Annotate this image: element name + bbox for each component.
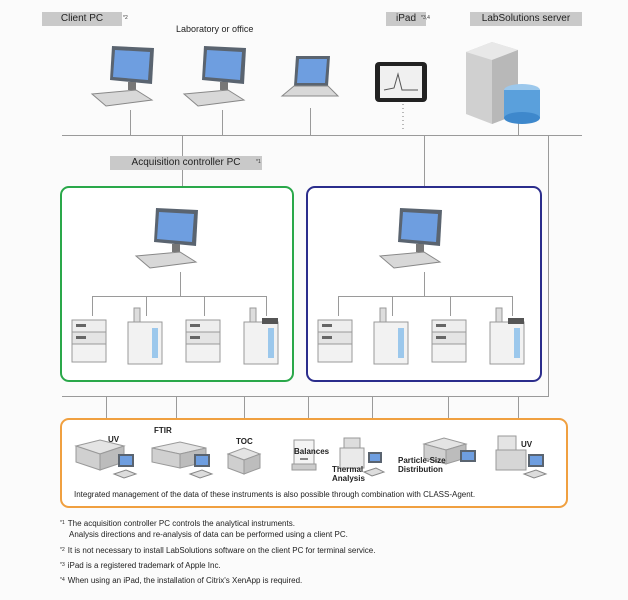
tree-bar xyxy=(338,296,512,297)
hplc-stack-icon xyxy=(431,319,467,363)
drop-line xyxy=(310,108,311,135)
desktop-pc-icon xyxy=(90,46,154,107)
desktop-pc-icon xyxy=(378,208,442,269)
client-pc-tag: Client PC xyxy=(42,12,122,26)
tree-stem xyxy=(180,272,181,296)
tree-bar xyxy=(92,296,266,297)
drop-line xyxy=(244,396,245,420)
tree-drop xyxy=(392,296,393,316)
toc-analyzer-icon xyxy=(226,447,262,475)
drop-line xyxy=(372,396,373,420)
balance-icon xyxy=(291,439,317,471)
tree-drop xyxy=(146,296,147,316)
top-network-line xyxy=(62,135,582,136)
drop-line xyxy=(130,110,131,135)
hplc-stack-icon xyxy=(317,319,353,363)
gc-unit-icon xyxy=(243,307,279,365)
drop-line xyxy=(448,396,449,420)
server-icon xyxy=(466,42,540,124)
hplc-stack-icon xyxy=(185,319,221,363)
ipad-icon xyxy=(375,62,427,102)
tree-drop xyxy=(338,296,339,316)
laptop-icon xyxy=(280,56,340,97)
instrument-label-thermal: Thermal Analysis xyxy=(332,465,365,483)
client-pc-note: *2 xyxy=(123,15,128,21)
drop-line xyxy=(176,396,177,420)
desktop-pc-icon xyxy=(134,208,198,269)
uv-spectrometer-icon xyxy=(74,439,138,479)
acquisition-note: *1 xyxy=(256,159,261,165)
drop-line xyxy=(518,115,519,135)
instrument-label-uv: UV xyxy=(108,435,120,444)
bottom-network-line xyxy=(62,396,549,397)
drop-line xyxy=(518,396,519,420)
ipad-note: *3,4 xyxy=(421,15,430,21)
ftir-icon xyxy=(151,441,214,479)
tree-drop xyxy=(450,296,451,316)
particle-size-analyzer-icon xyxy=(422,437,476,465)
tree-drop xyxy=(512,296,513,316)
acq-line-right xyxy=(424,135,425,187)
acquisition-tag: Acquisition controller PC xyxy=(110,156,262,170)
drop-line xyxy=(308,396,309,420)
tree-drop xyxy=(204,296,205,316)
desktop-pc-icon xyxy=(182,46,246,107)
instrument-label-uv-2: UV xyxy=(521,440,533,449)
thermal-analyzer-icon xyxy=(339,437,386,477)
instruments-caption: Integrated management of the data of the… xyxy=(74,490,476,499)
footnote-1-cont: Analysis directions and re-analysis of d… xyxy=(69,530,348,539)
tree-stem xyxy=(424,272,425,296)
instrument-label-ftir: FTIR xyxy=(154,426,172,435)
gc-unit-icon xyxy=(373,307,409,365)
drop-line xyxy=(222,110,223,135)
uv-spectrometer-icon xyxy=(495,435,548,479)
instrument-label-particle-size: Particle-Size Distribution xyxy=(398,456,446,474)
instrument-label-balances: Balances xyxy=(294,447,330,456)
instrument-label-toc: TOC xyxy=(236,437,253,446)
right-riser-line xyxy=(548,135,549,397)
lab-office-label: Laboratory or office xyxy=(176,24,254,34)
server-tag: LabSolutions server xyxy=(470,12,582,26)
drop-line xyxy=(106,396,107,420)
gc-unit-icon xyxy=(489,307,525,365)
tree-drop xyxy=(266,296,267,316)
hplc-stack-icon xyxy=(71,319,107,363)
ipad-tag: iPad xyxy=(386,12,426,26)
gc-unit-icon xyxy=(127,307,163,365)
tree-drop xyxy=(92,296,93,316)
